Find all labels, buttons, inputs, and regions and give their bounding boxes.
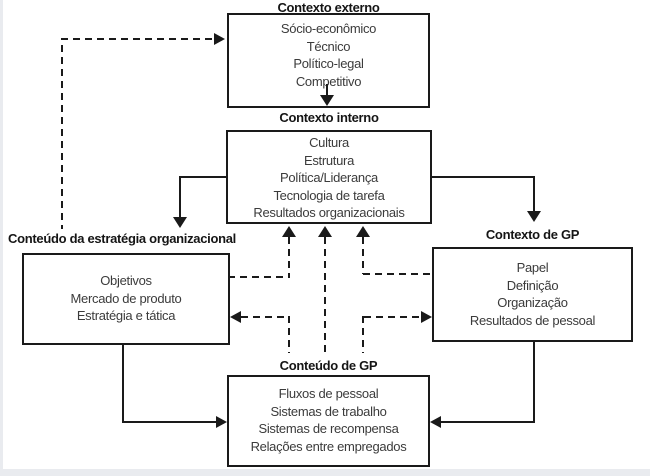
box-item: Sócio-econômico: [280, 21, 377, 36]
box-item: Política/Liderança: [280, 170, 378, 185]
arrow-gpcontext-to-internal-dash-v: [362, 237, 364, 274]
arrow-gpcontext-to-gpcontent-head-icon: [430, 416, 441, 428]
arrow-gpcontext-to-gpcontent-line-v: [533, 342, 535, 423]
box-item: Objetivos: [100, 273, 152, 288]
arrow-internal-to-gpcontext-line-h: [432, 176, 535, 178]
arrow-external-to-internal-head-icon: [320, 95, 334, 106]
arrow-gpcontent-to-internal-dash-v: [324, 237, 326, 352]
arrow-strategy-to-internal-dash-h: [228, 276, 290, 278]
title-conteudo-gp: Conteúdo de GP: [279, 358, 378, 373]
arrow-gpcontent-to-internal-head-icon: [318, 226, 332, 237]
box-item: Relações entre empregados: [250, 438, 407, 454]
page-edge-left: [0, 0, 3, 476]
box-item: Competitivo: [295, 73, 362, 89]
box-item: Tecnologia de tarefa: [273, 187, 385, 203]
arrow-strategy-to-external-dash-v: [61, 45, 63, 229]
box-item: Técnico: [306, 38, 351, 54]
arrow-gpcontext-to-gpcontent-line-h: [441, 421, 535, 423]
title-contexto-interno: Contexto interno: [279, 110, 379, 125]
box-item: Estrutura: [303, 152, 355, 168]
box-item: Estratégia e tática: [76, 308, 176, 323]
arrow-internal-to-strategy-line-v: [179, 176, 181, 218]
arrow-internal-to-strategy-head-icon: [173, 217, 187, 228]
page-edge-bottom: [0, 469, 650, 476]
arrow-external-to-internal-line: [326, 84, 328, 96]
arrow-gpcontent-to-strategy-dash-v: [288, 316, 290, 353]
title-contexto-externo: Contexto externo: [277, 0, 380, 15]
title-contexto-gp: Contexto de GP: [485, 227, 580, 242]
box-contexto-interno: Cultura Estrutura Política/Liderança Tec…: [226, 130, 432, 224]
box-item: Sistemas de trabalho: [270, 403, 387, 419]
arrow-gpcontext-to-internal-dash-h: [363, 273, 432, 275]
arrow-gpcontent-to-strategy-dash-h: [241, 316, 289, 318]
arrow-internal-to-strategy-line-h: [180, 176, 227, 178]
box-item: Resultados de pessoal: [469, 312, 596, 328]
box-conteudo-gp: Fluxos de pessoal Sistemas de trabalho S…: [227, 375, 430, 467]
box-item: Político-legal: [293, 56, 364, 71]
box-contexto-gp: Papel Definição Organização Resultados d…: [432, 247, 633, 342]
arrow-strategy-to-internal-head-icon: [282, 226, 296, 237]
title-conteudo-estrategia: Conteúdo da estratégia organizacional: [8, 231, 236, 246]
arrow-strategy-to-gpcontent-line-h: [122, 421, 216, 423]
box-item: Sistemas de recompensa: [258, 421, 399, 436]
box-item: Resultados organizacionais: [253, 205, 405, 220]
box-item: Cultura: [309, 135, 349, 150]
box-item: Definição: [506, 277, 559, 293]
box-contexto-externo: Sócio-econômico Técnico Político-legal C…: [227, 13, 430, 108]
arrow-gpcontext-to-internal-head-icon: [356, 226, 370, 237]
box-item: Papel: [516, 260, 549, 275]
arrow-strategy-to-gpcontent-line-v: [122, 345, 124, 423]
box-item: Fluxos de pessoal: [278, 386, 379, 401]
arrow-strategy-to-external-head-icon: [214, 33, 225, 45]
arrow-strategy-to-internal-dash-v: [288, 237, 290, 277]
box-item: Mercado de produto: [70, 290, 182, 306]
arrow-strategy-to-gpcontent-head-icon: [216, 416, 227, 428]
box-item: Organização: [497, 295, 568, 310]
box-conteudo-estrategia: Objetivos Mercado de produto Estratégia …: [22, 253, 230, 345]
arrow-gpcontent-to-gpcontext-dash-h: [364, 316, 421, 318]
arrow-internal-to-gpcontext-line-v: [533, 176, 535, 212]
arrow-gpcontent-to-gpcontext-dash-v: [362, 316, 364, 353]
arrow-strategy-to-external-dash-h: [61, 38, 214, 40]
arrow-gpcontent-to-gpcontext-head-icon: [421, 311, 432, 323]
arrow-gpcontent-to-strategy-head-icon: [230, 311, 241, 323]
arrow-internal-to-gpcontext-head-icon: [527, 211, 541, 222]
